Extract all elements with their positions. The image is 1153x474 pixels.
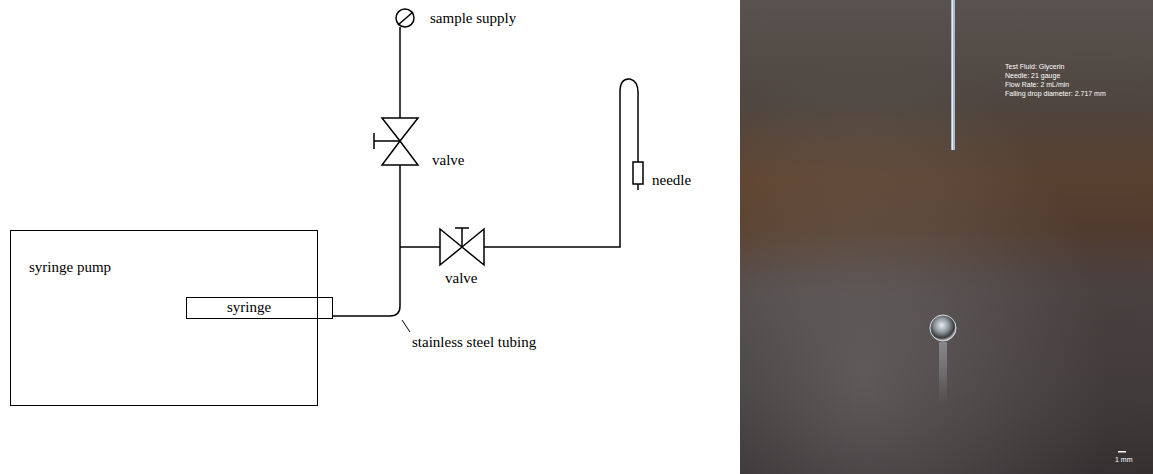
box-label: syringe	[227, 299, 332, 316]
pump-symbol-line	[398, 12, 413, 25]
needle-highlight	[952, 0, 953, 150]
supply-label: sample supply	[430, 10, 516, 27]
drop-trail	[939, 342, 947, 402]
tubing-label: stainless steel tubing	[412, 334, 536, 351]
needle	[951, 0, 955, 150]
overlay-text: Flow Rate: 2 mL/min	[1005, 80, 1069, 89]
leader-line	[402, 320, 410, 332]
valve-handle	[374, 133, 400, 149]
valve-symbol	[440, 229, 484, 265]
tubing	[484, 79, 638, 247]
falling-drop	[930, 315, 956, 341]
needle-label: needle	[652, 172, 691, 189]
needle-symbol	[633, 162, 643, 184]
schematic-drawing	[0, 0, 740, 474]
needle-tip	[637, 184, 639, 190]
overlay-text: Test Fluid: Glycerin	[1005, 62, 1065, 71]
scale-bar	[1118, 451, 1126, 453]
valve-handle	[455, 228, 469, 247]
drop-photo	[740, 0, 1153, 474]
overlay-text: Needle: 21 gauge	[1005, 71, 1060, 80]
scale-label: 1 mm	[1115, 455, 1133, 464]
tubing	[332, 165, 400, 316]
pump-symbol	[396, 9, 414, 27]
photo	[740, 0, 1153, 474]
tubing	[400, 246, 440, 248]
valve-label: valve	[432, 152, 464, 169]
tubing	[399, 27, 401, 118]
syringe-box: syringe	[186, 297, 333, 319]
box-label: syringe pump	[29, 259, 317, 276]
pump-box: syringe pumpsyringe	[10, 230, 318, 406]
overlay-text: Falling drop diameter: 2.717 mm	[1005, 89, 1106, 98]
valve-label: valve	[445, 270, 477, 287]
